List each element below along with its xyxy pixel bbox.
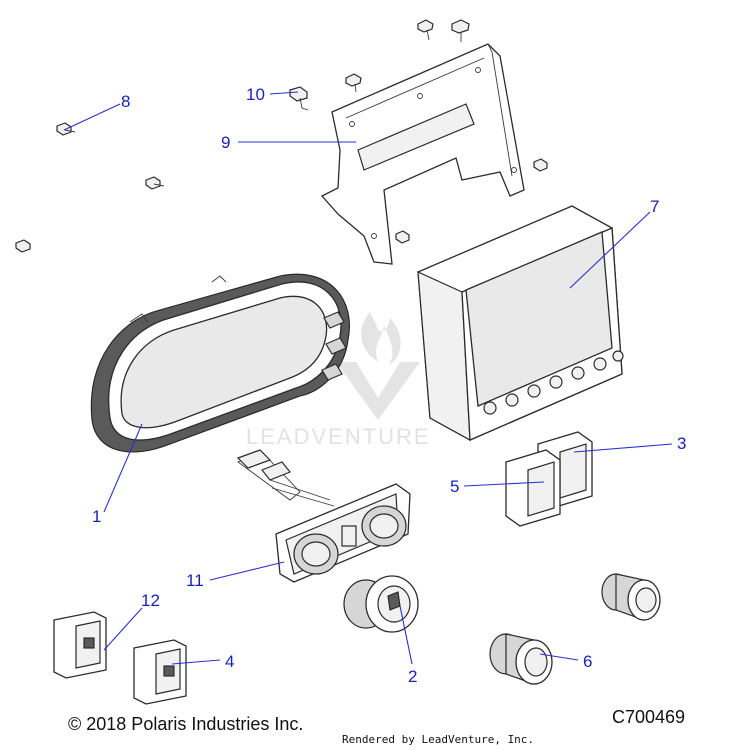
callout-7: 7: [650, 197, 659, 216]
screw-loose-a: [145, 176, 165, 190]
leader-10: [269, 91, 299, 95]
leader-6: [539, 653, 579, 661]
bracket-9: [320, 43, 525, 265]
callout-11: 11: [186, 571, 204, 590]
callout-5: 5: [450, 477, 459, 496]
leader-3: [573, 443, 673, 453]
leader-5: [463, 481, 545, 487]
callout-8: 8: [121, 92, 130, 111]
leader-1: [103, 423, 143, 513]
callout-labels: 1 2 3 4 5 6 7 8 9 10 11 12: [92, 85, 686, 686]
rendered-by-text: Rendered by LeadVenture, Inc.: [342, 733, 535, 746]
leader-lines: [63, 91, 673, 665]
leader-8: [63, 103, 121, 131]
outlet-6: [489, 633, 553, 685]
leader-12: [103, 607, 143, 651]
leadventure-watermark: LEADVENTURE: [246, 312, 431, 449]
screw-top-b: [451, 19, 470, 42]
display-buttons: [483, 350, 624, 415]
callout-4: 4: [225, 652, 234, 671]
diagram-code: C700469: [612, 707, 686, 727]
leader-4: [171, 659, 221, 665]
switch-12: [53, 611, 107, 679]
callout-10: 10: [246, 85, 265, 104]
callout-3: 3: [677, 434, 686, 453]
climate-control-11: [236, 449, 411, 583]
screw-8: [56, 122, 76, 136]
callout-12: 12: [141, 591, 160, 610]
callout-1: 1: [92, 507, 101, 526]
leader-11: [209, 561, 285, 581]
callout-9: 9: [221, 133, 230, 152]
leader-7: [569, 211, 651, 289]
screw-loose-b: [15, 239, 31, 253]
screw-low: [395, 230, 410, 244]
switch-4: [133, 639, 187, 705]
callout-2: 2: [408, 667, 417, 686]
ignition-2: [343, 575, 419, 633]
copyright-text: © 2018 Polaris Industries Inc.: [68, 714, 304, 734]
display-7: [417, 205, 624, 442]
callout-6: 6: [583, 652, 592, 671]
screw-10: [289, 86, 309, 111]
outlet-spare: [601, 573, 661, 621]
instrument-cluster-1: [90, 273, 350, 453]
screw-top-c: [345, 73, 362, 93]
leader-2: [399, 605, 413, 665]
watermark-text: LEADVENTURE: [246, 424, 431, 449]
screw-top-a: [417, 19, 434, 41]
screw-right: [533, 158, 548, 172]
switch-5: [505, 449, 561, 527]
